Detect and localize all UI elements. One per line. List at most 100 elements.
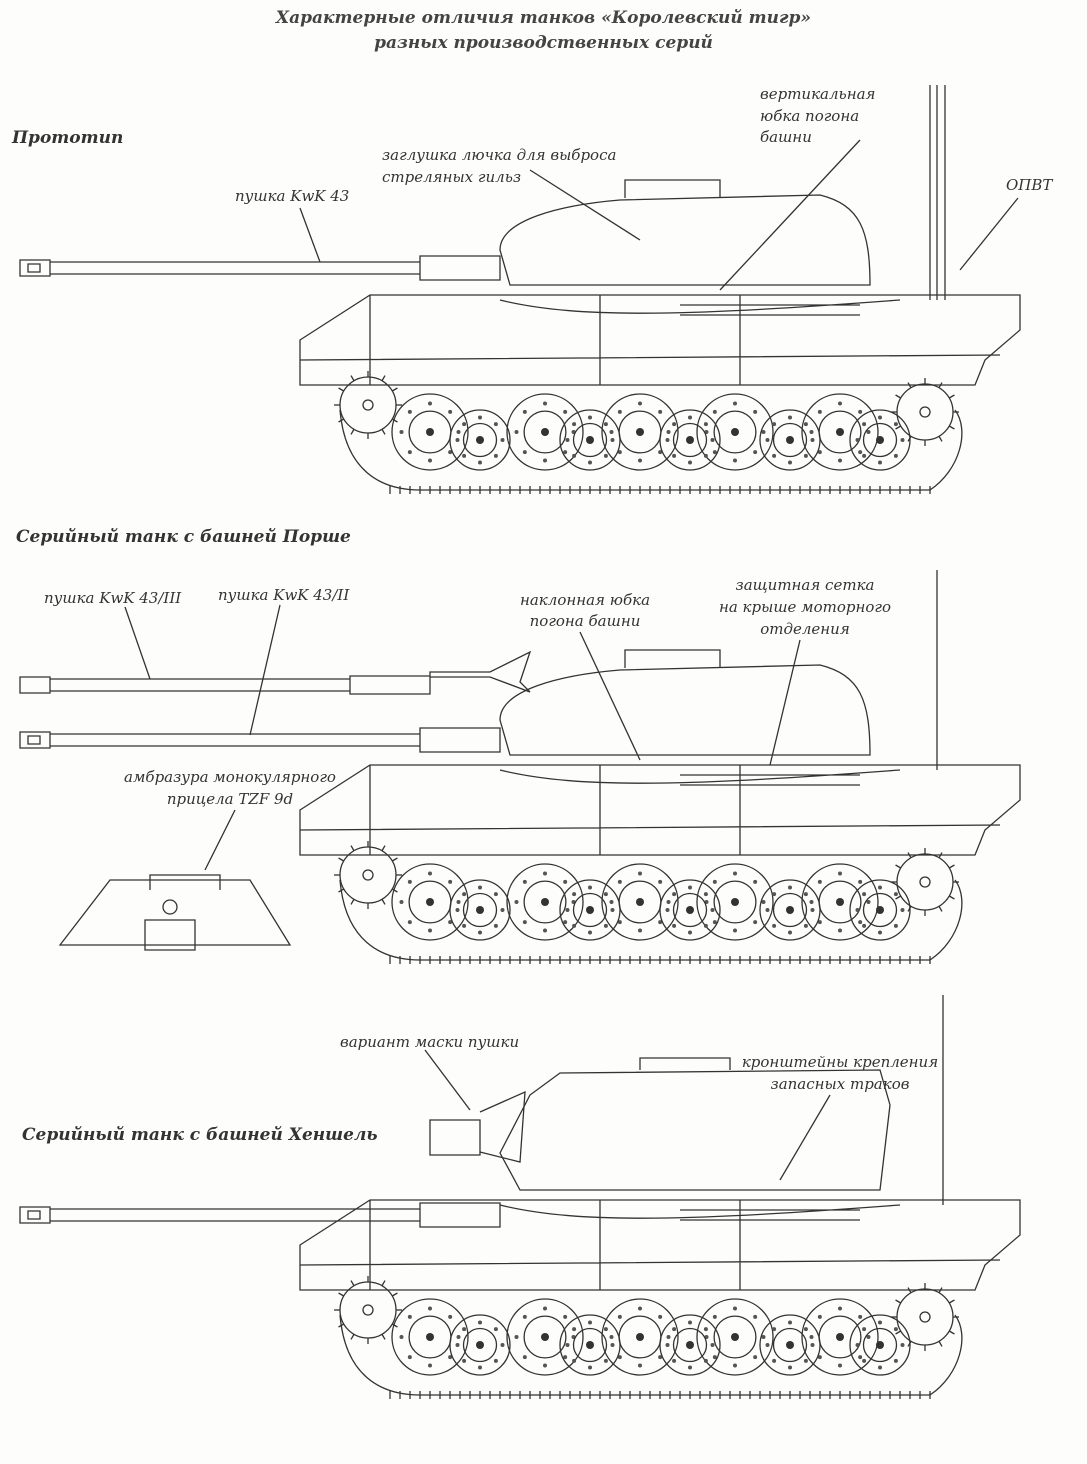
label-mesh-line3: отделения — [760, 620, 850, 638]
wheel-bolt — [456, 900, 461, 904]
wheel-bolt — [563, 1355, 568, 1360]
wheel-bolt — [428, 1306, 432, 1311]
turret-front-view — [58, 874, 292, 951]
wheel-bolt — [878, 415, 882, 420]
wheel-bolt — [893, 923, 898, 928]
wheel-bolt — [810, 1343, 815, 1347]
road-wheel — [801, 393, 879, 471]
wheel-bolt — [455, 1343, 460, 1347]
wheel-bolt — [753, 450, 758, 455]
sprocket-tooth — [381, 1333, 386, 1340]
wheel-bolt — [514, 430, 519, 434]
wheel-bolt — [610, 438, 615, 442]
wheel-bolt — [428, 401, 432, 406]
sprocket-hub — [362, 1304, 374, 1316]
label-mesh-line1: защитная сетка — [735, 576, 875, 594]
wheel-hub — [686, 906, 694, 914]
wheel-bolt — [855, 1343, 860, 1347]
label-gun-kwk43-2: пушка KwK 43/II — [218, 586, 350, 604]
wheel-bolt — [817, 879, 822, 884]
wheel-hub-ring — [862, 1327, 898, 1363]
wheel-bolt — [862, 422, 867, 427]
wheel-bolt — [772, 923, 777, 928]
road-wheel — [659, 409, 721, 471]
wheel-bolt — [862, 1358, 867, 1363]
wheel-hub — [731, 1333, 739, 1341]
wheel-bolt — [753, 1314, 758, 1319]
road-wheel — [801, 1298, 879, 1376]
wheel-hub — [686, 436, 694, 444]
wheel-bolt — [658, 450, 663, 455]
wheel-bolt — [665, 908, 670, 912]
sprocket-tooth — [895, 1299, 902, 1304]
wheel-bolt — [753, 920, 758, 925]
wheel-bolt — [448, 879, 453, 884]
road-wheel — [391, 863, 469, 941]
wheel-bolt — [572, 1327, 577, 1332]
wheel-bolt — [788, 885, 792, 890]
section-heading-henschel: Серийный танк с башней Хеншель — [22, 1125, 378, 1145]
sprocket-tooth — [948, 1299, 955, 1304]
leader-line — [204, 809, 236, 871]
wheel-bolt — [638, 928, 642, 933]
wheel-hub — [541, 428, 549, 436]
wheel-bolt — [407, 409, 412, 414]
wheel-bolt — [733, 928, 737, 933]
wheel-hub-ring — [713, 410, 757, 454]
wheel-bolt — [603, 923, 608, 928]
sprocket-tooth — [391, 1323, 398, 1328]
wheel-hub — [426, 1333, 434, 1341]
wheel-bolt — [456, 1335, 461, 1339]
gun-barrel — [19, 731, 420, 749]
wheel-bolt — [500, 908, 505, 912]
sprocket-tooth — [350, 375, 355, 382]
wheel-bolt — [478, 885, 482, 890]
leader-line — [249, 604, 281, 736]
wheel-hub — [786, 1341, 794, 1349]
wheel-bolt — [617, 920, 622, 925]
wheel-bolt — [672, 422, 677, 427]
wheel-bolt — [838, 458, 842, 463]
wheel-bolt — [703, 1358, 708, 1363]
road-wheel — [659, 879, 721, 941]
hull — [299, 1199, 1021, 1291]
wheel-hub-ring — [572, 1327, 608, 1363]
wheel-bolt — [803, 923, 808, 928]
wheel-bolt — [617, 1355, 622, 1360]
wheel-bolt — [772, 892, 777, 897]
wheel-bolt — [672, 453, 677, 458]
wheel-hub — [876, 906, 884, 914]
wheel-hub-ring — [572, 892, 608, 928]
wheel-bolt — [407, 1314, 412, 1319]
wheel-bolt — [603, 422, 608, 427]
road-wheel — [759, 409, 821, 471]
wheel-bolt — [603, 892, 608, 897]
wheel-hub — [426, 428, 434, 436]
label-skirt-line3: башни — [760, 128, 812, 146]
wheel-bolt — [462, 453, 467, 458]
road-wheel — [659, 1314, 721, 1376]
wheel-bolt — [428, 871, 432, 876]
sprocket-tooth — [938, 1340, 943, 1347]
wheel-bolt — [522, 1314, 527, 1319]
label-gun-kwk43: пушка KwK 43 — [235, 187, 350, 205]
wheel-bolt — [838, 1306, 842, 1311]
wheel-bolt — [688, 460, 692, 465]
wheel-bolt — [462, 923, 467, 928]
wheel-hub-ring — [772, 1327, 808, 1363]
hull — [299, 764, 1021, 856]
label-slanted-skirt-line1: наклонная юбка — [519, 591, 651, 609]
wheel-bolt — [665, 1343, 670, 1347]
sprocket-tooth — [350, 898, 355, 905]
hull-panel-lines — [299, 1200, 1001, 1290]
wheel-bolt — [712, 879, 717, 884]
spare-track-rack — [499, 299, 901, 316]
sprocket-tooth — [350, 428, 355, 435]
wheel-bolt — [462, 422, 467, 427]
leader-line — [579, 631, 641, 761]
wheel-bolt — [866, 1335, 871, 1339]
wheel-bolt — [866, 430, 871, 434]
label-skirt-line2: юбка погона — [760, 107, 860, 125]
wheel-bolt — [448, 1314, 453, 1319]
